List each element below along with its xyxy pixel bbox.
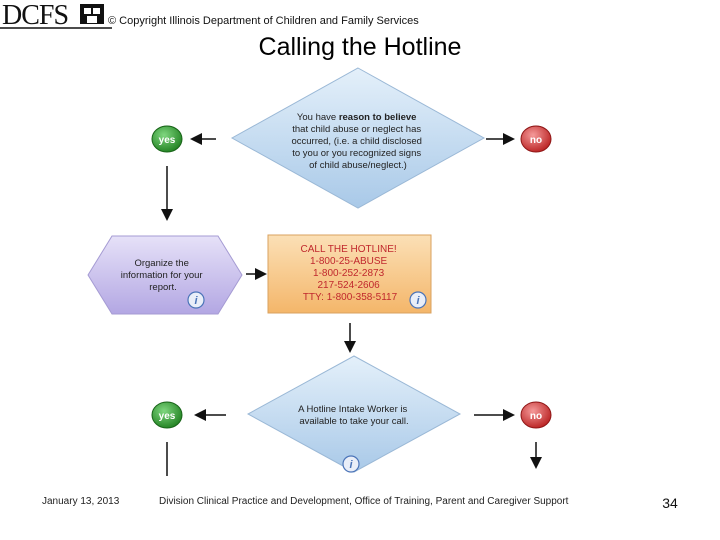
svg-text:i: i — [416, 295, 420, 307]
svg-text:A Hotline Intake Worker is: A Hotline Intake Worker is available to … — [298, 404, 410, 427]
svg-text:i: i — [194, 295, 198, 307]
svg-text:yes: yes — [159, 411, 176, 422]
yes-badge-bottom: yes — [151, 401, 183, 429]
info-icon: i — [187, 291, 205, 309]
decision-reason-to-believe: You have reason to believe that child ab… — [230, 67, 486, 209]
svg-text:i: i — [349, 459, 353, 471]
svg-text:yes: yes — [159, 135, 176, 146]
page-number: 34 — [662, 495, 678, 511]
no-badge-top: no — [520, 125, 552, 153]
info-icon: i — [342, 455, 360, 473]
footer-division: Division Clinical Practice and Developme… — [159, 496, 569, 507]
dcfs-logo: DCFS — [0, 0, 112, 31]
no-badge-bottom: no — [520, 401, 552, 429]
info-icon: i — [409, 291, 427, 309]
svg-text:no: no — [530, 411, 542, 422]
page-title: Calling the Hotline — [258, 33, 462, 61]
footer-date: January 13, 2013 — [42, 496, 120, 507]
logo-text: DCFS — [2, 0, 68, 30]
svg-text:CALL THE HOTLINE! 1-800-: CALL THE HOTLINE! 1-800-25-ABUSE 1-800-2… — [301, 244, 400, 303]
copyright-text: © Copyright Illinois Department of Child… — [108, 15, 419, 27]
logo-house-icon — [80, 4, 104, 24]
call-hotline-box: CALL THE HOTLINE! 1-800-25-ABUSE 1-800-2… — [267, 234, 432, 314]
svg-text:You have reason to believe: You have reason to believe that child ab… — [291, 112, 424, 171]
svg-text:Organize the information: Organize the information for your report… — [121, 258, 205, 293]
organize-information-box: Organize the information for your report… — [87, 235, 243, 315]
decision-intake-worker-available: A Hotline Intake Worker is available to … — [246, 355, 462, 473]
yes-badge-top: yes — [151, 125, 183, 153]
svg-text:no: no — [530, 135, 542, 146]
